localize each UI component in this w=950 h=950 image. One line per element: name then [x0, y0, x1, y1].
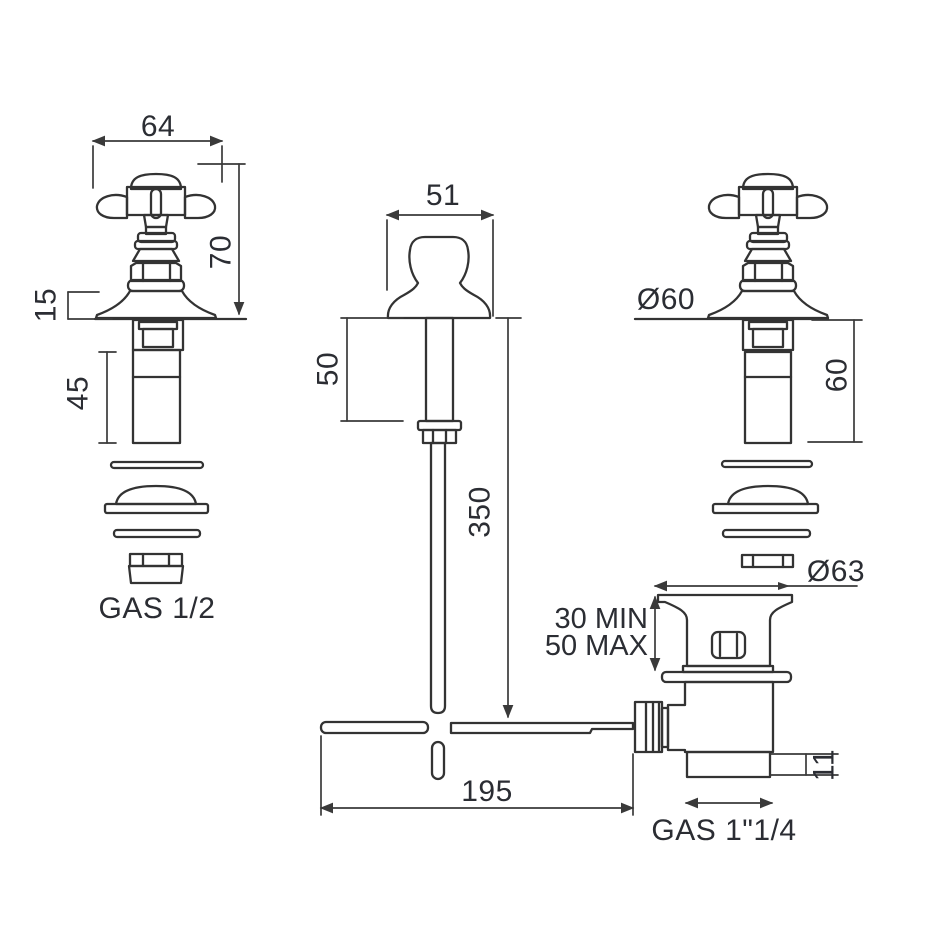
- right-valve-assembly: [633, 172, 830, 569]
- popup-rod-lower: [429, 441, 447, 715]
- handle-slot: [761, 187, 775, 220]
- body-cylinder: [131, 348, 182, 445]
- handle-wing-left: [95, 193, 129, 220]
- dim-50-lines: [340, 317, 404, 422]
- dim-350-label: 350: [464, 486, 497, 538]
- dimension-labels: 64 70 15 45 GAS 1/2 51 50 350 195 Ø60 60…: [30, 110, 865, 847]
- washer: [720, 459, 814, 469]
- handle-wing-left: [707, 193, 741, 220]
- drain-tailpiece: [685, 750, 772, 779]
- dim-51-label: 51: [426, 179, 460, 212]
- lever-right-arm: [449, 721, 635, 735]
- dim-15-lines: [67, 291, 113, 320]
- washer-2: [112, 528, 202, 539]
- right-mounting-parts: [711, 459, 820, 569]
- right-cross-handle: [707, 172, 829, 283]
- handle-wing-right: [183, 193, 217, 220]
- dim-50-label: 50: [312, 352, 345, 386]
- left-cross-handle: [95, 172, 217, 283]
- washer-2: [721, 528, 812, 539]
- popup-rod-upper: [424, 316, 455, 423]
- drain-lower-body: [666, 680, 775, 754]
- popup-rod-assembly: [319, 235, 635, 781]
- handle-cap: [129, 172, 183, 191]
- dim-15-label: 15: [30, 288, 63, 322]
- rod-nut-hex: [421, 428, 458, 445]
- left-valve-assembly: [93, 172, 248, 585]
- mounting-nut-top: [128, 552, 184, 568]
- dome-washer-flange: [711, 502, 820, 515]
- mounting-nut-bottom: [127, 564, 185, 585]
- handle-slot: [149, 187, 163, 220]
- dim-195-lines: [319, 735, 635, 816]
- handle-skirt: [743, 247, 793, 263]
- dim-60-lines: [807, 319, 863, 443]
- handle-hex-base: [741, 261, 795, 283]
- lever-nut: [633, 700, 664, 754]
- handle-cap: [741, 172, 795, 191]
- handle-stem: [754, 213, 782, 229]
- right-diameter-label: Ø60: [637, 283, 695, 316]
- lever-left-arm: [319, 720, 430, 735]
- seat-nut-outer: [131, 318, 185, 352]
- dome-washer: [114, 484, 198, 506]
- dim-60-label: 60: [821, 358, 854, 392]
- seat-nut-outer: [741, 318, 795, 352]
- popup-knob: [386, 235, 492, 320]
- drain-diameter-label: Ø63: [807, 555, 865, 588]
- handle-hub: [737, 185, 799, 217]
- clamp-min-label: 30 MIN: [555, 603, 648, 635]
- dim-63-lines: [653, 580, 858, 592]
- dim-51-lines: [385, 209, 495, 317]
- dim-11-label: 11: [808, 749, 841, 781]
- dim-64-label: 64: [141, 110, 175, 143]
- dim-11-lines: [769, 753, 839, 776]
- dim-70-label: 70: [205, 235, 238, 269]
- drain-thread-label: GAS 1"1/4: [651, 814, 796, 847]
- handle-stem: [142, 213, 170, 229]
- handle-hub: [125, 185, 187, 217]
- right-escutcheon: [633, 278, 830, 321]
- left-valve-body: [131, 318, 185, 445]
- handle-skirt: [131, 247, 181, 263]
- left-escutcheon: [93, 278, 248, 321]
- popup-waste-drain: [633, 593, 794, 779]
- bell: [706, 289, 830, 320]
- right-valve-body: [741, 318, 795, 445]
- washer: [109, 460, 205, 470]
- handle-hex-base: [129, 261, 183, 283]
- drain-top-flange: [656, 593, 794, 668]
- dim-70-lines: [197, 163, 246, 316]
- left-mounting-parts: [103, 460, 210, 585]
- rod-nut-flange: [416, 419, 463, 432]
- lever-clevis-pin: [430, 740, 446, 781]
- handle-wing-right: [795, 193, 829, 220]
- seat-nut-inner: [751, 327, 785, 349]
- body-cylinder: [743, 350, 793, 445]
- seat-nut-inner: [141, 327, 175, 349]
- dome-washer: [726, 484, 810, 506]
- fixing-piece: [740, 553, 795, 569]
- clamp-max-label: 50 MAX: [545, 630, 648, 662]
- dim-350-lines: [495, 317, 522, 719]
- dome-washer-flange: [103, 502, 210, 515]
- dim-45-lines: [98, 351, 117, 444]
- drain-under-flange: [660, 670, 793, 684]
- dim-195-label: 195: [461, 775, 513, 808]
- bell: [94, 289, 218, 320]
- drain-plug-knob: [710, 630, 747, 660]
- dim-45-label: 45: [62, 376, 95, 410]
- left-thread-label: GAS 1/2: [99, 592, 216, 625]
